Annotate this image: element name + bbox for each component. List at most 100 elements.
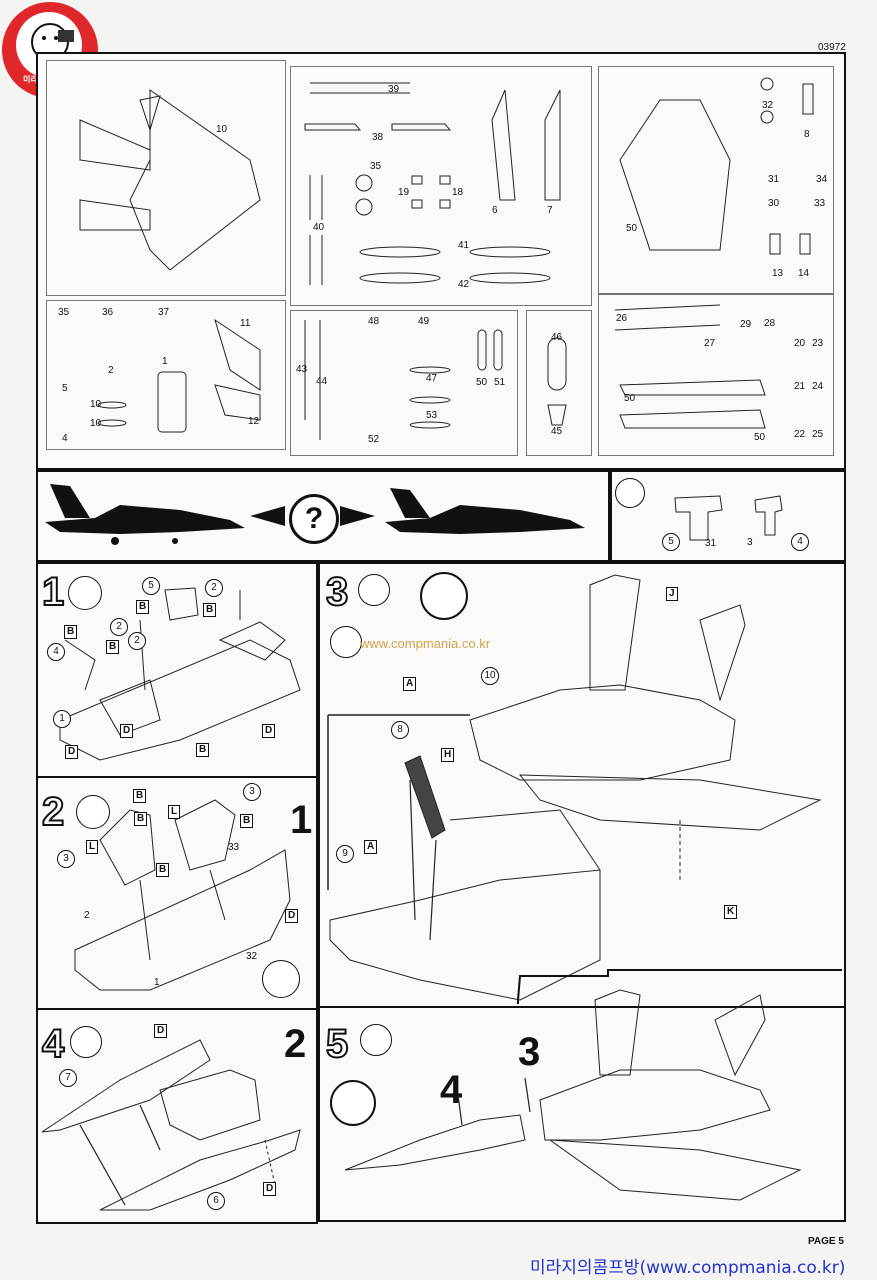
page-label: PAGE 5	[808, 1236, 844, 1247]
step-3-tag: A	[403, 677, 417, 691]
glue-icon	[68, 576, 102, 610]
part-label: 39	[388, 84, 400, 95]
part-label: 34	[816, 174, 828, 185]
callout-part-4: 4	[791, 533, 809, 551]
part-label: 25	[812, 429, 824, 440]
part-label: 40	[313, 222, 325, 233]
decal-hint-frame	[610, 470, 846, 562]
step-5-subassembly-4: 4	[440, 1068, 463, 1112]
step-3-tag: J	[666, 587, 678, 601]
part-label: 5	[62, 383, 68, 394]
decal-hint-sketch	[674, 495, 783, 541]
glue-icon	[70, 1026, 102, 1058]
step-4-tag: D	[263, 1182, 277, 1196]
clock-icon	[420, 572, 468, 620]
step-1-part-4: 4	[47, 643, 65, 661]
question-icon: ?	[289, 494, 339, 544]
step-2-part-2: 2	[84, 910, 90, 921]
part-label: 47	[426, 373, 438, 384]
part-label: 10	[90, 418, 102, 429]
glue-icon	[360, 1024, 392, 1056]
step-1-part-2b: 2	[110, 618, 128, 636]
step-4-sketch	[41, 1039, 301, 1211]
step-4-number: 4	[41, 1022, 65, 1066]
part-label: 46	[551, 332, 563, 343]
step-3-tag: H	[441, 748, 455, 762]
part-label: 26	[616, 313, 628, 324]
part-label: 53	[426, 410, 438, 421]
step-1-tag: B	[196, 743, 210, 757]
part-label: 10	[90, 399, 102, 410]
step-2-tag: L	[86, 840, 99, 854]
part-label: 38	[372, 132, 384, 143]
step-3-part-8: 8	[391, 721, 409, 739]
footer-site-text: 미라지의콤프방(www.compmania.co.kr)	[530, 1258, 846, 1278]
paint-icon	[330, 626, 362, 658]
part-label: 4	[62, 433, 68, 444]
aircraft-silhouettes	[45, 484, 585, 545]
parts-box	[46, 300, 286, 450]
part-label: 49	[418, 316, 430, 327]
step-1-tag: B	[64, 625, 78, 639]
step-1-sketch	[59, 587, 301, 761]
part-label: 1	[162, 356, 168, 367]
step-3-tag: K	[724, 905, 738, 919]
step-2-part-1: 1	[154, 977, 160, 988]
no-glue-icon	[262, 960, 300, 998]
step-3-number: 3	[325, 570, 349, 614]
step-4-part-6: 6	[207, 1192, 225, 1210]
part-label: 11	[240, 318, 251, 329]
step-2-part-33: 33	[228, 842, 240, 853]
part-label: 12	[248, 416, 260, 427]
part-label: 8	[804, 129, 810, 140]
step-3-part-9: 9	[336, 845, 354, 863]
step-2-part-32: 32	[246, 951, 258, 962]
step-2-tag: B	[240, 814, 254, 828]
step-1-tag: B	[106, 640, 120, 654]
part-label: 48	[368, 316, 380, 327]
part-label: 2	[108, 365, 114, 376]
part-label: 50	[754, 432, 766, 443]
part-label: 41	[458, 240, 470, 251]
part-label: 33	[814, 198, 826, 209]
glue-icon	[76, 795, 110, 829]
no-glue-icon	[615, 478, 645, 508]
step-1-part-2c: 2	[128, 632, 146, 650]
parts-box	[526, 310, 592, 456]
part-label: 27	[704, 338, 716, 349]
step-3-part-10: 10	[481, 667, 499, 685]
callout-part-31: 31	[705, 538, 717, 549]
parts-box	[598, 294, 834, 456]
step-4-tag: D	[154, 1024, 168, 1038]
step-1-number: 1	[41, 570, 65, 614]
part-label: 14	[798, 268, 810, 279]
part-label: 50	[626, 223, 638, 234]
part-label: 35	[370, 161, 382, 172]
step-2-result: 1	[290, 798, 313, 842]
part-label: 7	[547, 205, 553, 216]
part-label: 51	[494, 377, 506, 388]
step-2-part-3b: 3	[243, 783, 261, 801]
part-label: 30	[768, 198, 780, 209]
step-2-tag: B	[133, 789, 147, 803]
step-1-tag: B	[136, 600, 150, 614]
step-1-part-1: 1	[53, 710, 71, 728]
part-label: 10	[216, 124, 228, 135]
step-5-number: 5	[325, 1022, 349, 1066]
step-1-tag: D	[262, 724, 276, 738]
part-label: 24	[812, 381, 824, 392]
step-3-sketch	[327, 574, 842, 1004]
part-label: 45	[551, 426, 563, 437]
step-2-tag: L	[168, 805, 181, 819]
step-5-sketch	[344, 989, 802, 1201]
part-label: 50	[476, 377, 488, 388]
part-label: 35	[58, 307, 70, 318]
part-label: 52	[368, 434, 380, 445]
step-2-sketch	[74, 799, 291, 991]
callout-part-3: 3	[747, 537, 753, 548]
part-label: 22	[794, 429, 806, 440]
part-label: 21	[794, 381, 806, 392]
step-1-tag: D	[65, 745, 79, 759]
step-1-tag: B	[203, 603, 217, 617]
parts-box	[290, 66, 592, 306]
